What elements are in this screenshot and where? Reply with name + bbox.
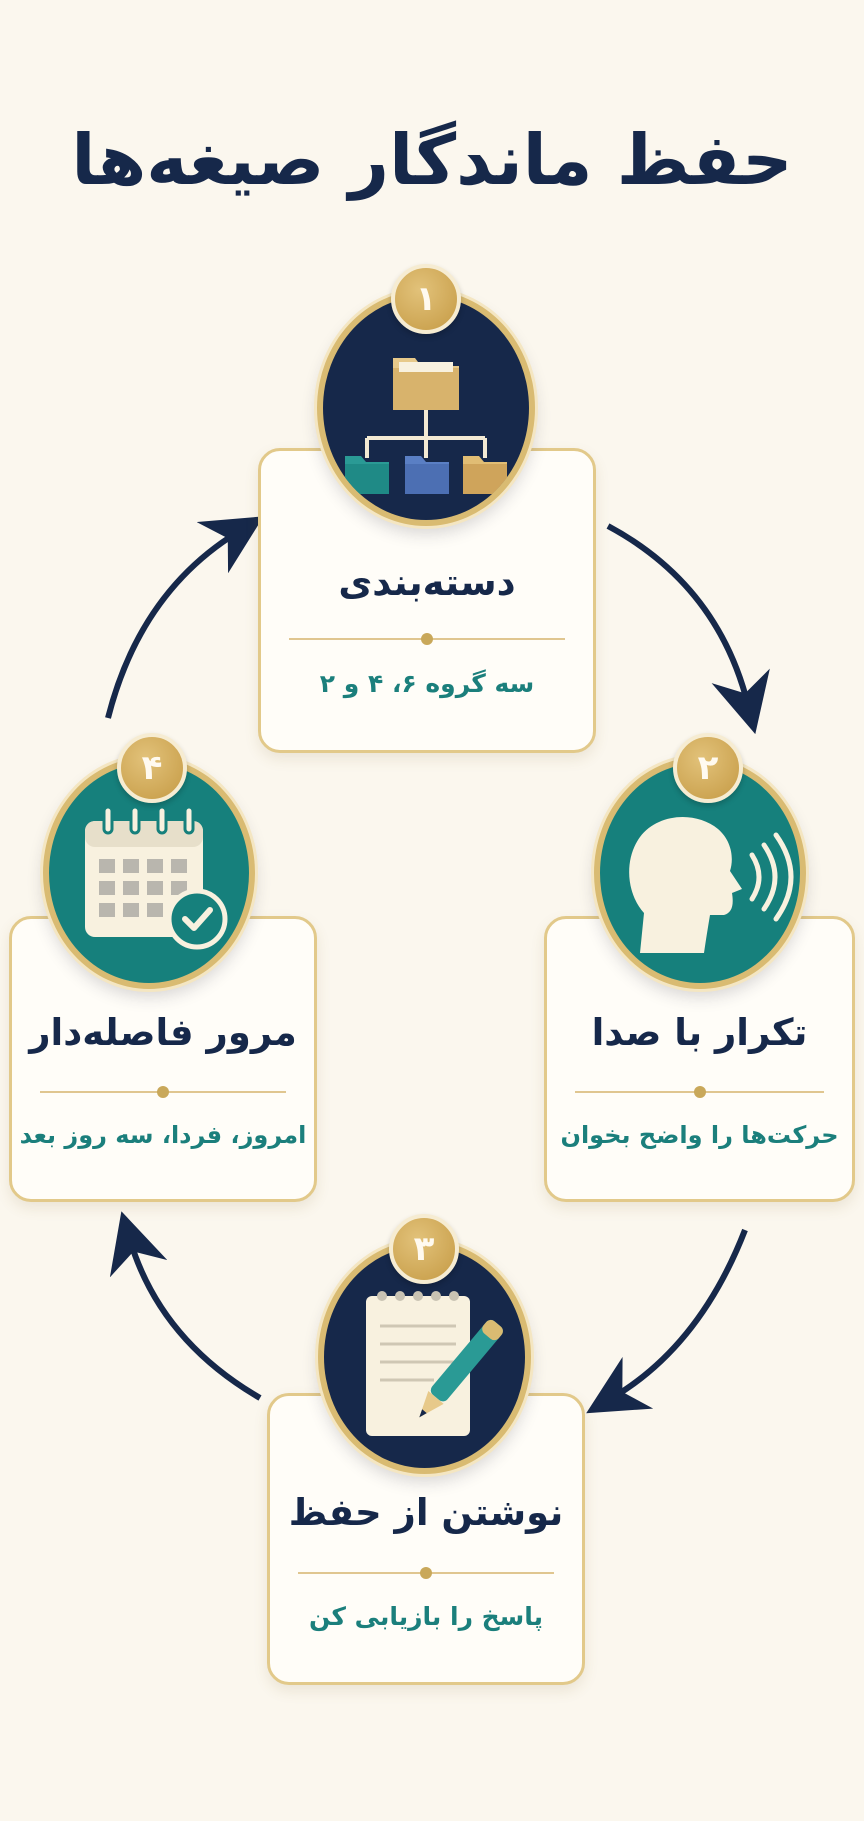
step-3-divider [298,1567,554,1579]
page-title: حفظ ماندگار صیغه‌ها [71,119,793,201]
arrow-2-to-3 [586,1228,748,1414]
arrow-3-to-4 [109,1211,262,1401]
notepad-pen-icon [366,1291,503,1436]
step-3-icon-circle [318,1240,531,1474]
step-2-title: تکرار با صدا [591,1011,808,1054]
step-1-title: دسته‌بندی [338,561,516,604]
step-2-number-badge: ۲ [673,733,743,803]
step-3-title: نوشتن از حفظ [288,1491,564,1534]
arrow-4-to-1 [105,516,264,719]
step-1-divider [289,633,565,645]
step-1-description: سه گروه ۶، ۴ و ۲ [319,669,535,698]
arrow-1-to-2 [606,523,770,735]
step-3-number-badge: ۳ [389,1214,459,1284]
calendar-check-icon [85,805,228,950]
step-4-divider [40,1086,286,1098]
step-4-title: مرور فاصله‌دار [29,1011,297,1054]
speaking-head-icon [629,817,794,953]
step-2-description: حرکت‌ها را واضح بخوان [560,1121,839,1149]
step-3-description: پاسخ را بازیابی کن [308,1602,544,1631]
step-4-number-badge: ۴ [117,733,187,803]
step-2-divider [575,1086,824,1098]
step-1-number-badge: ۱ [391,264,461,334]
step-2-card: تکرار با صدا حرکت‌ها را واضح بخوان [544,916,855,1202]
step-4-description: امروز، فردا، سه روز بعد [19,1121,307,1149]
folder-hierarchy-icon [345,358,507,494]
step-2-icon-circle [594,757,806,989]
